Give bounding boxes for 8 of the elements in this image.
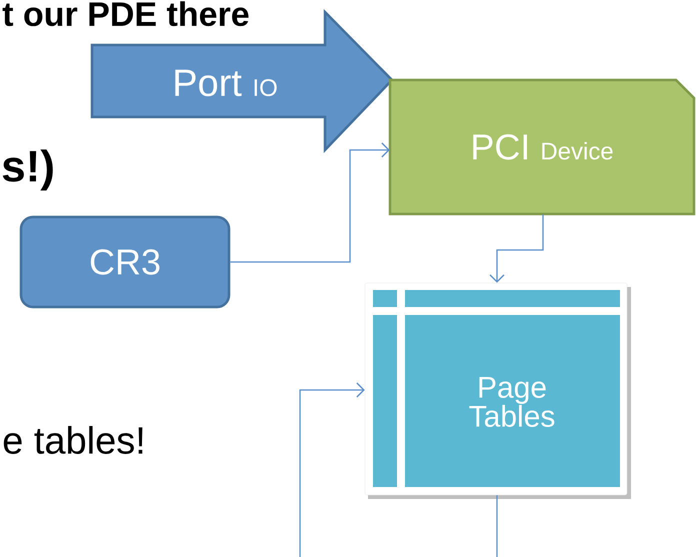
device-box: PCI Device xyxy=(388,78,696,216)
connector-arrow xyxy=(230,142,390,263)
register-box: CR3 xyxy=(20,216,230,308)
connector-arrow xyxy=(299,382,365,557)
slide-text: e tables! xyxy=(4,426,142,454)
connector-arrow xyxy=(490,214,544,283)
table-card: Page Tables xyxy=(364,282,631,499)
slide-text: s!) xyxy=(2,150,53,190)
